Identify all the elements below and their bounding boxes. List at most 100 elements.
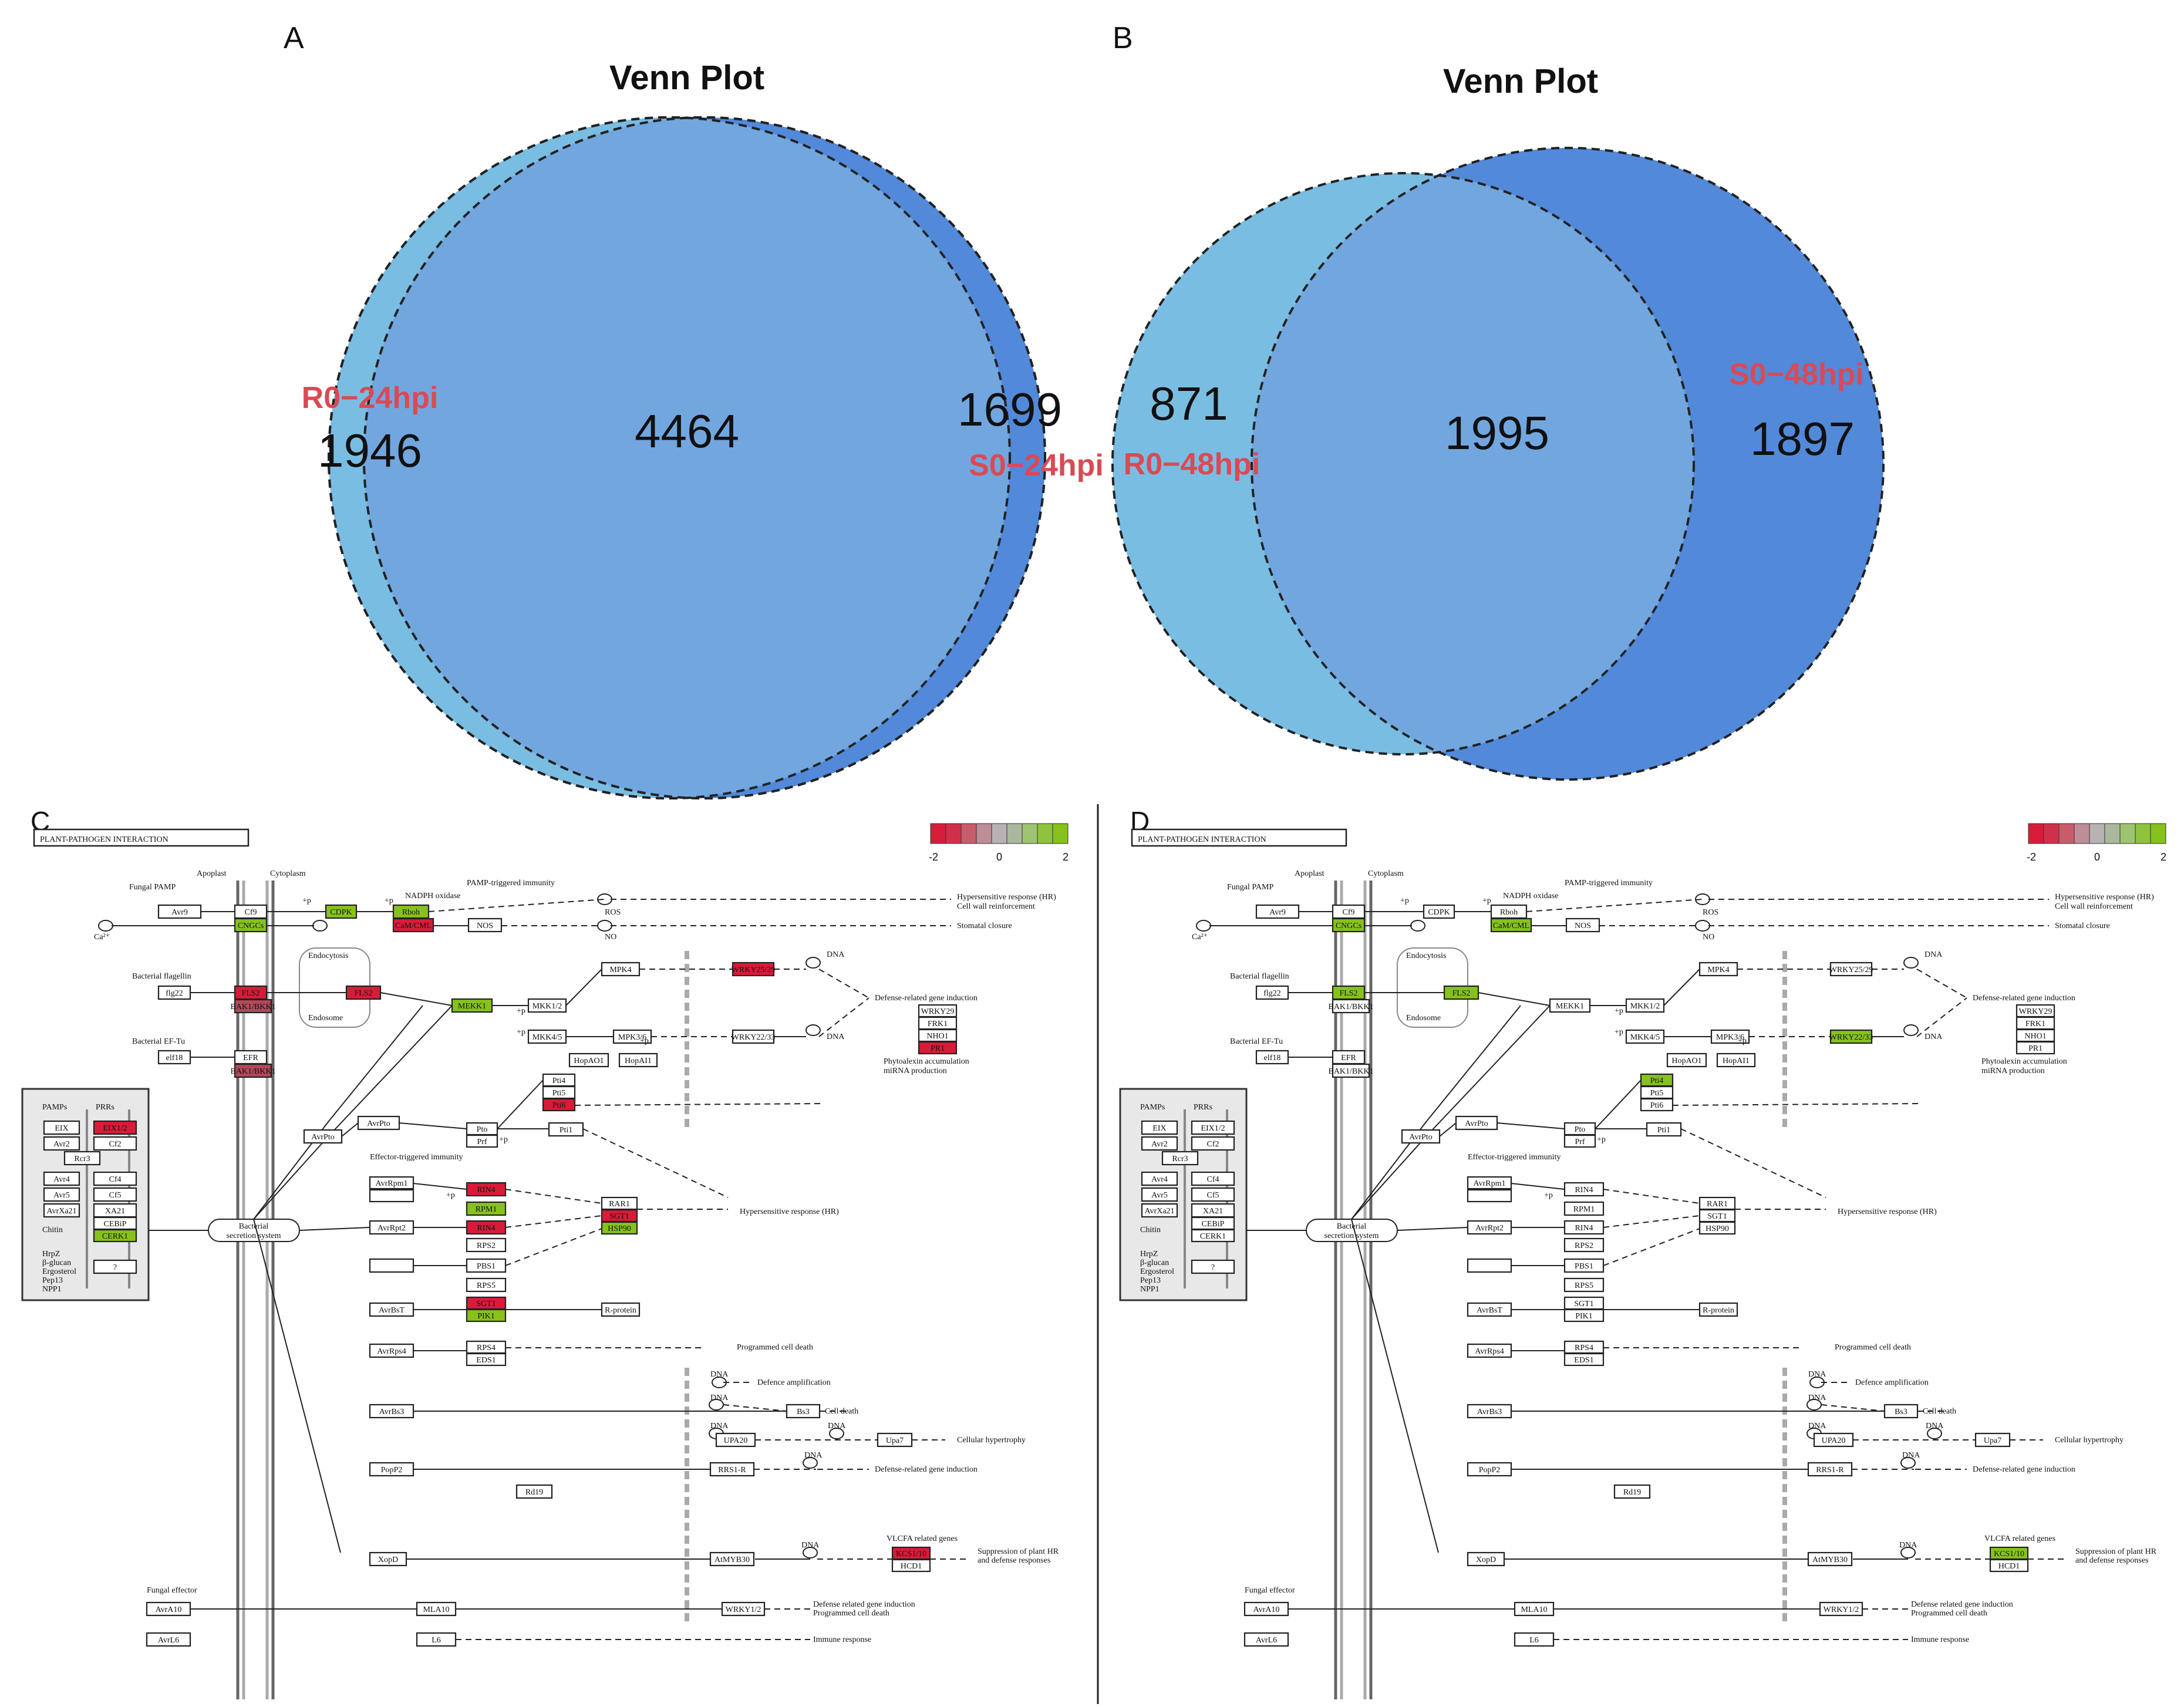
label-p: +p — [1615, 1028, 1623, 1037]
compound-node — [805, 957, 821, 969]
gene-box-mla10 — [1514, 1601, 1555, 1617]
gene-box-avr4 — [43, 1171, 80, 1186]
gene-box-avr — [1467, 1189, 1512, 1203]
connector — [341, 1122, 359, 1137]
gene-label-wrky: WRKY29 — [2019, 1007, 2052, 1016]
gene-label-pti4: Pti4 — [552, 1077, 566, 1085]
gene-label-wrky: WRKY29 — [921, 1007, 955, 1016]
gene-box-wrky2529 — [732, 962, 775, 977]
gene-box-eix12 — [93, 1120, 137, 1135]
label-defamp: Defence amplification — [757, 1378, 831, 1387]
gene-box-mekk1 — [451, 998, 493, 1013]
gene-label-rps5: RPS5 — [477, 1281, 496, 1290]
connector — [380, 992, 453, 1006]
gene-label-mkk45: MKK4/5 — [1630, 1033, 1660, 1042]
gene-label-rar1: RAR1 — [609, 1200, 630, 1209]
gene-box-mpk36 — [1710, 1029, 1750, 1044]
gene-label-wrky2233: WRKY22/33 — [732, 1033, 776, 1042]
scale-swatch — [930, 823, 946, 844]
compound-node — [803, 1457, 818, 1469]
gene-box-cngcs — [1332, 917, 1366, 933]
scale-swatch — [2028, 823, 2044, 844]
gene-box-camcml — [392, 917, 434, 933]
gene-box-upa20 — [1813, 1432, 1854, 1448]
label-vlcfa: VLCFA related genes — [1984, 1534, 2055, 1543]
label-stomatal: Stomatal closure — [2055, 922, 2110, 930]
gene-label-avrrpm1: AvrRpm1 — [1474, 1179, 1506, 1188]
gene-box-mpk4 — [1698, 962, 1738, 977]
gene-label-l6: L6 — [432, 1636, 441, 1645]
gene-box-bs3 — [786, 1404, 821, 1419]
gene-box-avrrpm1 — [1467, 1176, 1512, 1190]
label-dna: DNA — [710, 1370, 729, 1379]
label-pamps: PAMPs — [42, 1103, 67, 1112]
gene-box-mpk4 — [601, 962, 641, 977]
label-p: +p — [517, 1028, 525, 1037]
gene-label-rprotein: R-protein — [605, 1306, 636, 1315]
gene-label-xa21: XA21 — [1203, 1207, 1223, 1216]
gene-box-avrpto — [357, 1115, 400, 1131]
gene-label-mkk45: MKK4/5 — [532, 1033, 562, 1042]
scale-swatch — [976, 823, 992, 844]
gene-box-rin4 — [1563, 1220, 1605, 1235]
gene-label-avrbs1: AvrBsT — [379, 1306, 405, 1315]
label-pcd: Programmed cell death — [737, 1343, 813, 1352]
label-stomatal: Stomatal closure — [957, 922, 1012, 930]
panel-b-title: Venn Plot — [1443, 62, 1598, 100]
venn-a-right-count: 1699 — [958, 383, 1062, 436]
gene-label-pbs1: PBS1 — [1575, 1262, 1593, 1271]
gene-label-mkk12: MKK1/2 — [532, 1002, 562, 1011]
label-eti: Effector-triggered immunity — [1468, 1153, 1561, 1162]
gene-box-mkk45 — [527, 1029, 567, 1044]
gene-label-xopd: XopD — [378, 1556, 398, 1564]
gene-label-popp2: PopP2 — [1479, 1466, 1501, 1475]
compound-node — [829, 1428, 844, 1439]
compound-node — [98, 920, 113, 932]
gene-box-rps2 — [1563, 1237, 1605, 1253]
gene-label-wrky12: WRKY1/2 — [726, 1605, 761, 1614]
gene-box-xopd — [1467, 1551, 1505, 1567]
connector — [505, 1189, 602, 1204]
scale-swatch — [2058, 823, 2075, 844]
label-dna: DNA — [827, 1033, 845, 1041]
gene-label-rin4: RIN4 — [1575, 1224, 1593, 1233]
gene-label-upa7: Upa7 — [1984, 1436, 2001, 1445]
gene-label-mpk36: MPK3/6 — [1716, 1033, 1744, 1042]
gene-label-pr1: PR1 — [931, 1044, 945, 1053]
connector — [428, 899, 605, 912]
label-immune: Immune response — [1911, 1635, 1969, 1644]
gene-label-prf: Prf — [477, 1138, 487, 1146]
gene-label-atmyb30: AtMYB30 — [714, 1556, 750, 1564]
label-p: +p — [1615, 1007, 1623, 1016]
gene-box-pti1 — [548, 1122, 584, 1137]
gene-box-pik1 — [466, 1308, 507, 1323]
connector — [1672, 1103, 1920, 1106]
gene-box-eix — [43, 1120, 80, 1135]
label-pcd2: Programmed cell death — [813, 1609, 889, 1618]
gene-label-avr5: Avr5 — [53, 1191, 70, 1200]
gene-label-upa7: Upa7 — [886, 1436, 904, 1445]
label-pcd2: Programmed cell death — [1911, 1609, 1987, 1618]
compound-node — [1900, 1457, 1916, 1469]
gene-box-mkk12 — [527, 998, 567, 1013]
venn-b-overlap — [1252, 173, 1694, 754]
gene-label-rps2: RPS2 — [477, 1242, 496, 1250]
gene-label-rin4: RIN4 — [477, 1224, 495, 1233]
label-immune: Immune response — [813, 1635, 871, 1644]
gene-label-efr: EFR — [243, 1054, 258, 1062]
connector — [1603, 1215, 1700, 1228]
gene-label-pbs1: PBS1 — [477, 1262, 496, 1271]
label-no: NO — [1703, 933, 1714, 942]
connector — [253, 1135, 329, 1220]
label-p: +p — [1738, 1037, 1747, 1045]
label-endocytosis: Endocytosis — [308, 952, 348, 960]
label-dna: DNA — [1899, 1541, 1917, 1550]
label-hyper: Cellular hypertrophy — [2055, 1436, 2124, 1445]
gene-label-camcml: CaM/CML — [395, 922, 432, 930]
connector — [1478, 992, 1551, 1006]
gene-label-rar1: RAR1 — [1707, 1200, 1728, 1209]
gene-box-hcd1 — [1989, 1558, 2029, 1573]
gene-box-pbs1 — [466, 1258, 507, 1273]
gene-label-avr9: Avr9 — [171, 908, 188, 917]
